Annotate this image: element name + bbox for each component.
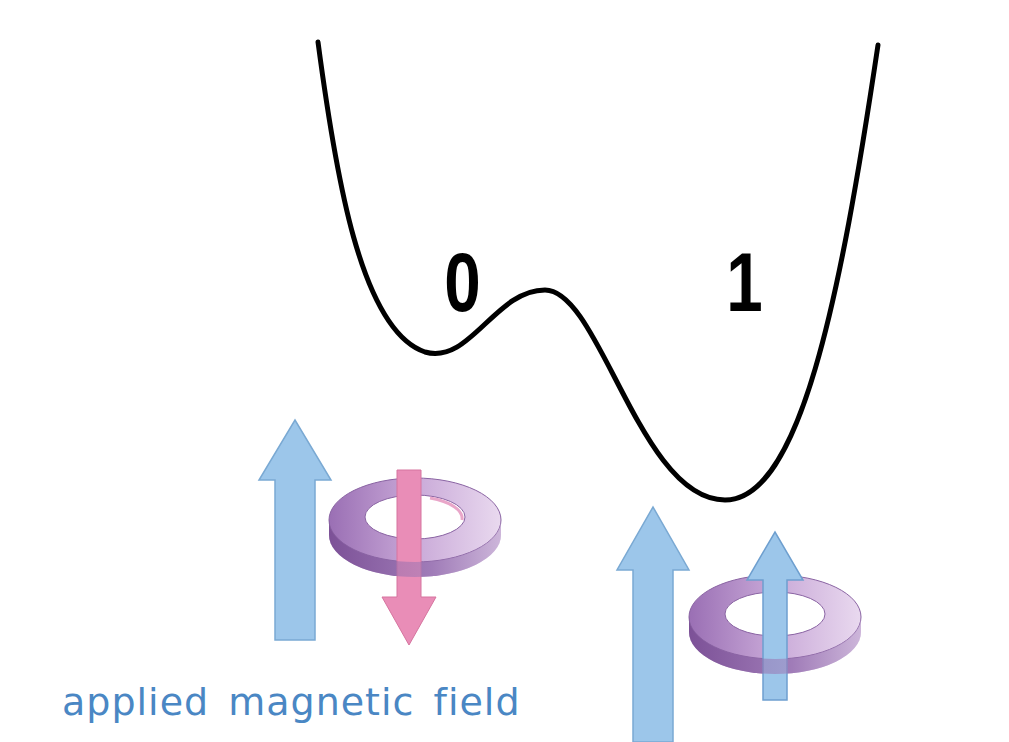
state-label: 1 (726, 240, 762, 324)
state-label: 0 (444, 240, 480, 324)
ring-front (329, 520, 501, 577)
ring-front (689, 617, 861, 674)
field-arrow (259, 420, 331, 640)
potential-curve (318, 42, 878, 500)
field-arrow (617, 507, 689, 742)
field-label: applied magnetic field (62, 683, 521, 721)
moment-arrow (382, 470, 436, 645)
moment-arrow (747, 532, 803, 700)
